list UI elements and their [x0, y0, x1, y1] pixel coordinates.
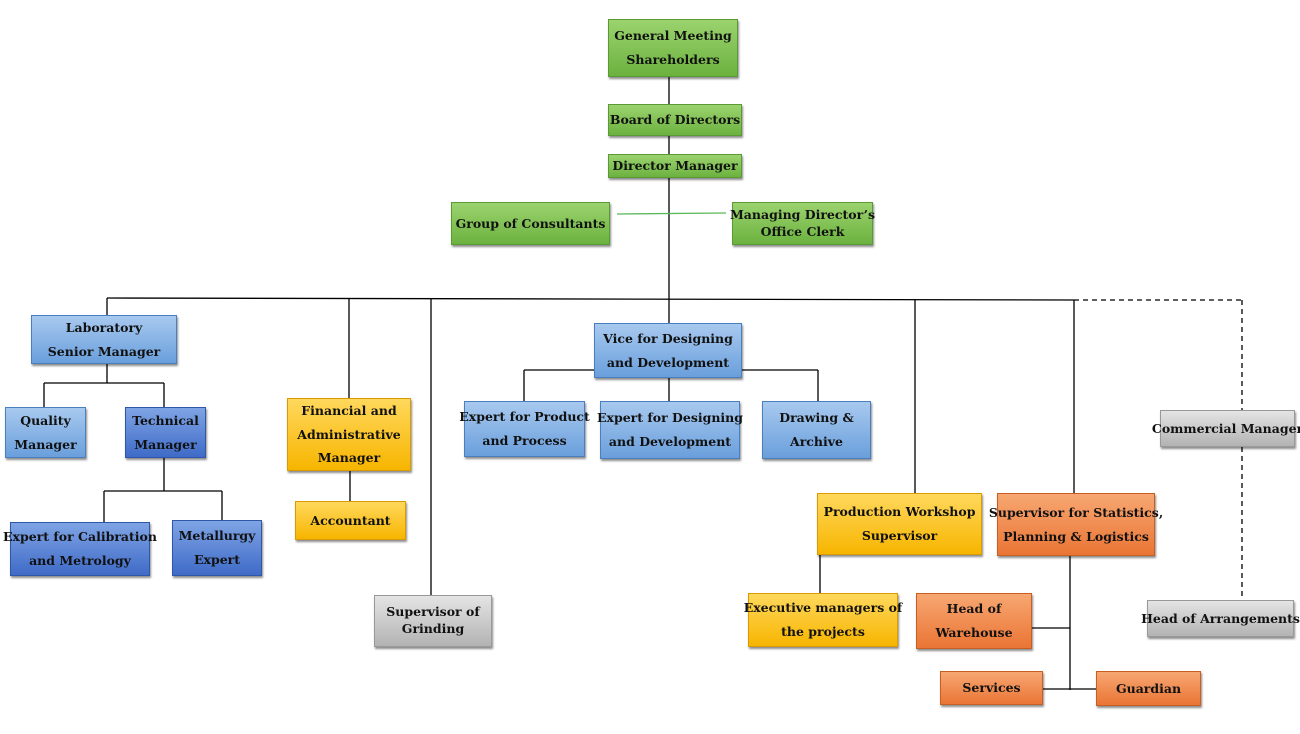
node-label: Supervisor of [386, 604, 480, 620]
node-label: Expert for Designing [596, 410, 744, 426]
expert-design-box[interactable]: Expert for Designing and Development [596, 401, 744, 459]
financial-manager-box[interactable]: Financial and Administrative Manager [287, 398, 411, 471]
node-label: Director Manager [612, 158, 738, 174]
node-label: Warehouse [935, 625, 1013, 640]
node-label: Head of Arrangements [1141, 610, 1300, 626]
vice-design-box[interactable]: Vice for Designing and Development [594, 323, 742, 378]
node-label: Board of Directors [609, 112, 741, 128]
metallurgy-expert-box[interactable]: Metallurgy Expert [172, 520, 262, 576]
quality-manager-box[interactable]: Quality Manager [5, 407, 86, 458]
connector [106, 297, 1075, 301]
guardian-box[interactable]: Guardian [1096, 671, 1201, 706]
node-label: Manager [317, 450, 381, 466]
director-manager-box[interactable]: Director Manager [608, 154, 742, 178]
services-box[interactable]: Services [940, 671, 1043, 705]
grinding-supervisor-box[interactable]: Supervisor of Grinding [374, 595, 492, 647]
node-label: General Meeting [614, 28, 732, 44]
node-label: Quality [20, 412, 71, 428]
node-label: Commercial Manager [1151, 420, 1300, 436]
group-of-consultants-box[interactable]: Group of Consultants [451, 202, 610, 245]
node-label: and Development [608, 434, 732, 449]
node-label: Expert for Product [459, 409, 590, 425]
node-label: Manager [14, 436, 77, 452]
expert-product-box[interactable]: Expert for Product and Process [459, 401, 590, 457]
node-label: and Process [482, 433, 567, 448]
accountant-box[interactable]: Accountant [295, 501, 406, 540]
node-label: Financial and [301, 402, 397, 418]
node-label: Drawing & [779, 410, 854, 426]
node-label: Services [962, 680, 1021, 696]
head-of-warehouse-box[interactable]: Head of Warehouse [916, 593, 1032, 649]
node-label: Archive [790, 434, 843, 449]
office-clerk-box[interactable]: Managing Director’s Office Clerk [729, 202, 876, 245]
node-label: Group of Consultants [455, 215, 606, 231]
node-label: Vice for Designing [603, 330, 733, 346]
node-label: Managing Director’s [729, 206, 876, 222]
commercial-manager-box[interactable]: Commercial Manager [1152, 410, 1300, 447]
node-label: Grinding [401, 621, 465, 636]
production-supervisor-box[interactable]: Production Workshop Supervisor [817, 493, 982, 555]
calibration-expert-box[interactable]: Expert for Calibration and Metrology [3, 522, 157, 576]
node-label: Metallurgy [178, 528, 256, 544]
node-label: Supervisor [861, 528, 938, 543]
consultant-connector [616, 212, 727, 215]
node-label: Office Clerk [760, 223, 845, 239]
node-label: Accountant [310, 512, 391, 528]
node-label: Laboratory [65, 319, 143, 335]
laboratory-manager-box[interactable]: Laboratory Senior Manager [31, 315, 177, 364]
node-label: Production Workshop [823, 504, 976, 520]
node-label: Planning & Logistics [1003, 528, 1149, 544]
board-of-directors-box[interactable]: Board of Directors [608, 104, 742, 136]
node-label: Executive managers of [743, 600, 903, 616]
statistics-supervisor-box[interactable]: Supervisor for Statistics, Planning & Lo… [989, 493, 1163, 556]
node-label: and Metrology [29, 553, 131, 568]
executive-managers-box[interactable]: Executive managers of the projects [744, 593, 902, 647]
node-label: Supervisor for Statistics, [988, 504, 1164, 520]
node-label: and Development [606, 354, 730, 370]
node-label: Expert [193, 552, 241, 567]
drawing-archive-box[interactable]: Drawing & Archive [762, 401, 871, 459]
node-label: Expert for Calibration [3, 529, 157, 545]
node-label: Manager [134, 436, 197, 452]
head-of-arrangements-box[interactable]: Head of Arrangements [1141, 600, 1300, 637]
node-label: Shareholders [626, 52, 720, 67]
general-meeting-box[interactable]: General Meeting Shareholders [608, 19, 738, 77]
node-label: Administrative [297, 426, 401, 442]
node-label: Guardian [1115, 680, 1182, 696]
node-label: the projects [781, 624, 865, 639]
node-label: Senior Manager [47, 343, 161, 359]
node-label: Head of [946, 601, 1002, 617]
node-label: Technical [132, 412, 199, 428]
technical-manager-box[interactable]: Technical Manager [125, 407, 206, 458]
